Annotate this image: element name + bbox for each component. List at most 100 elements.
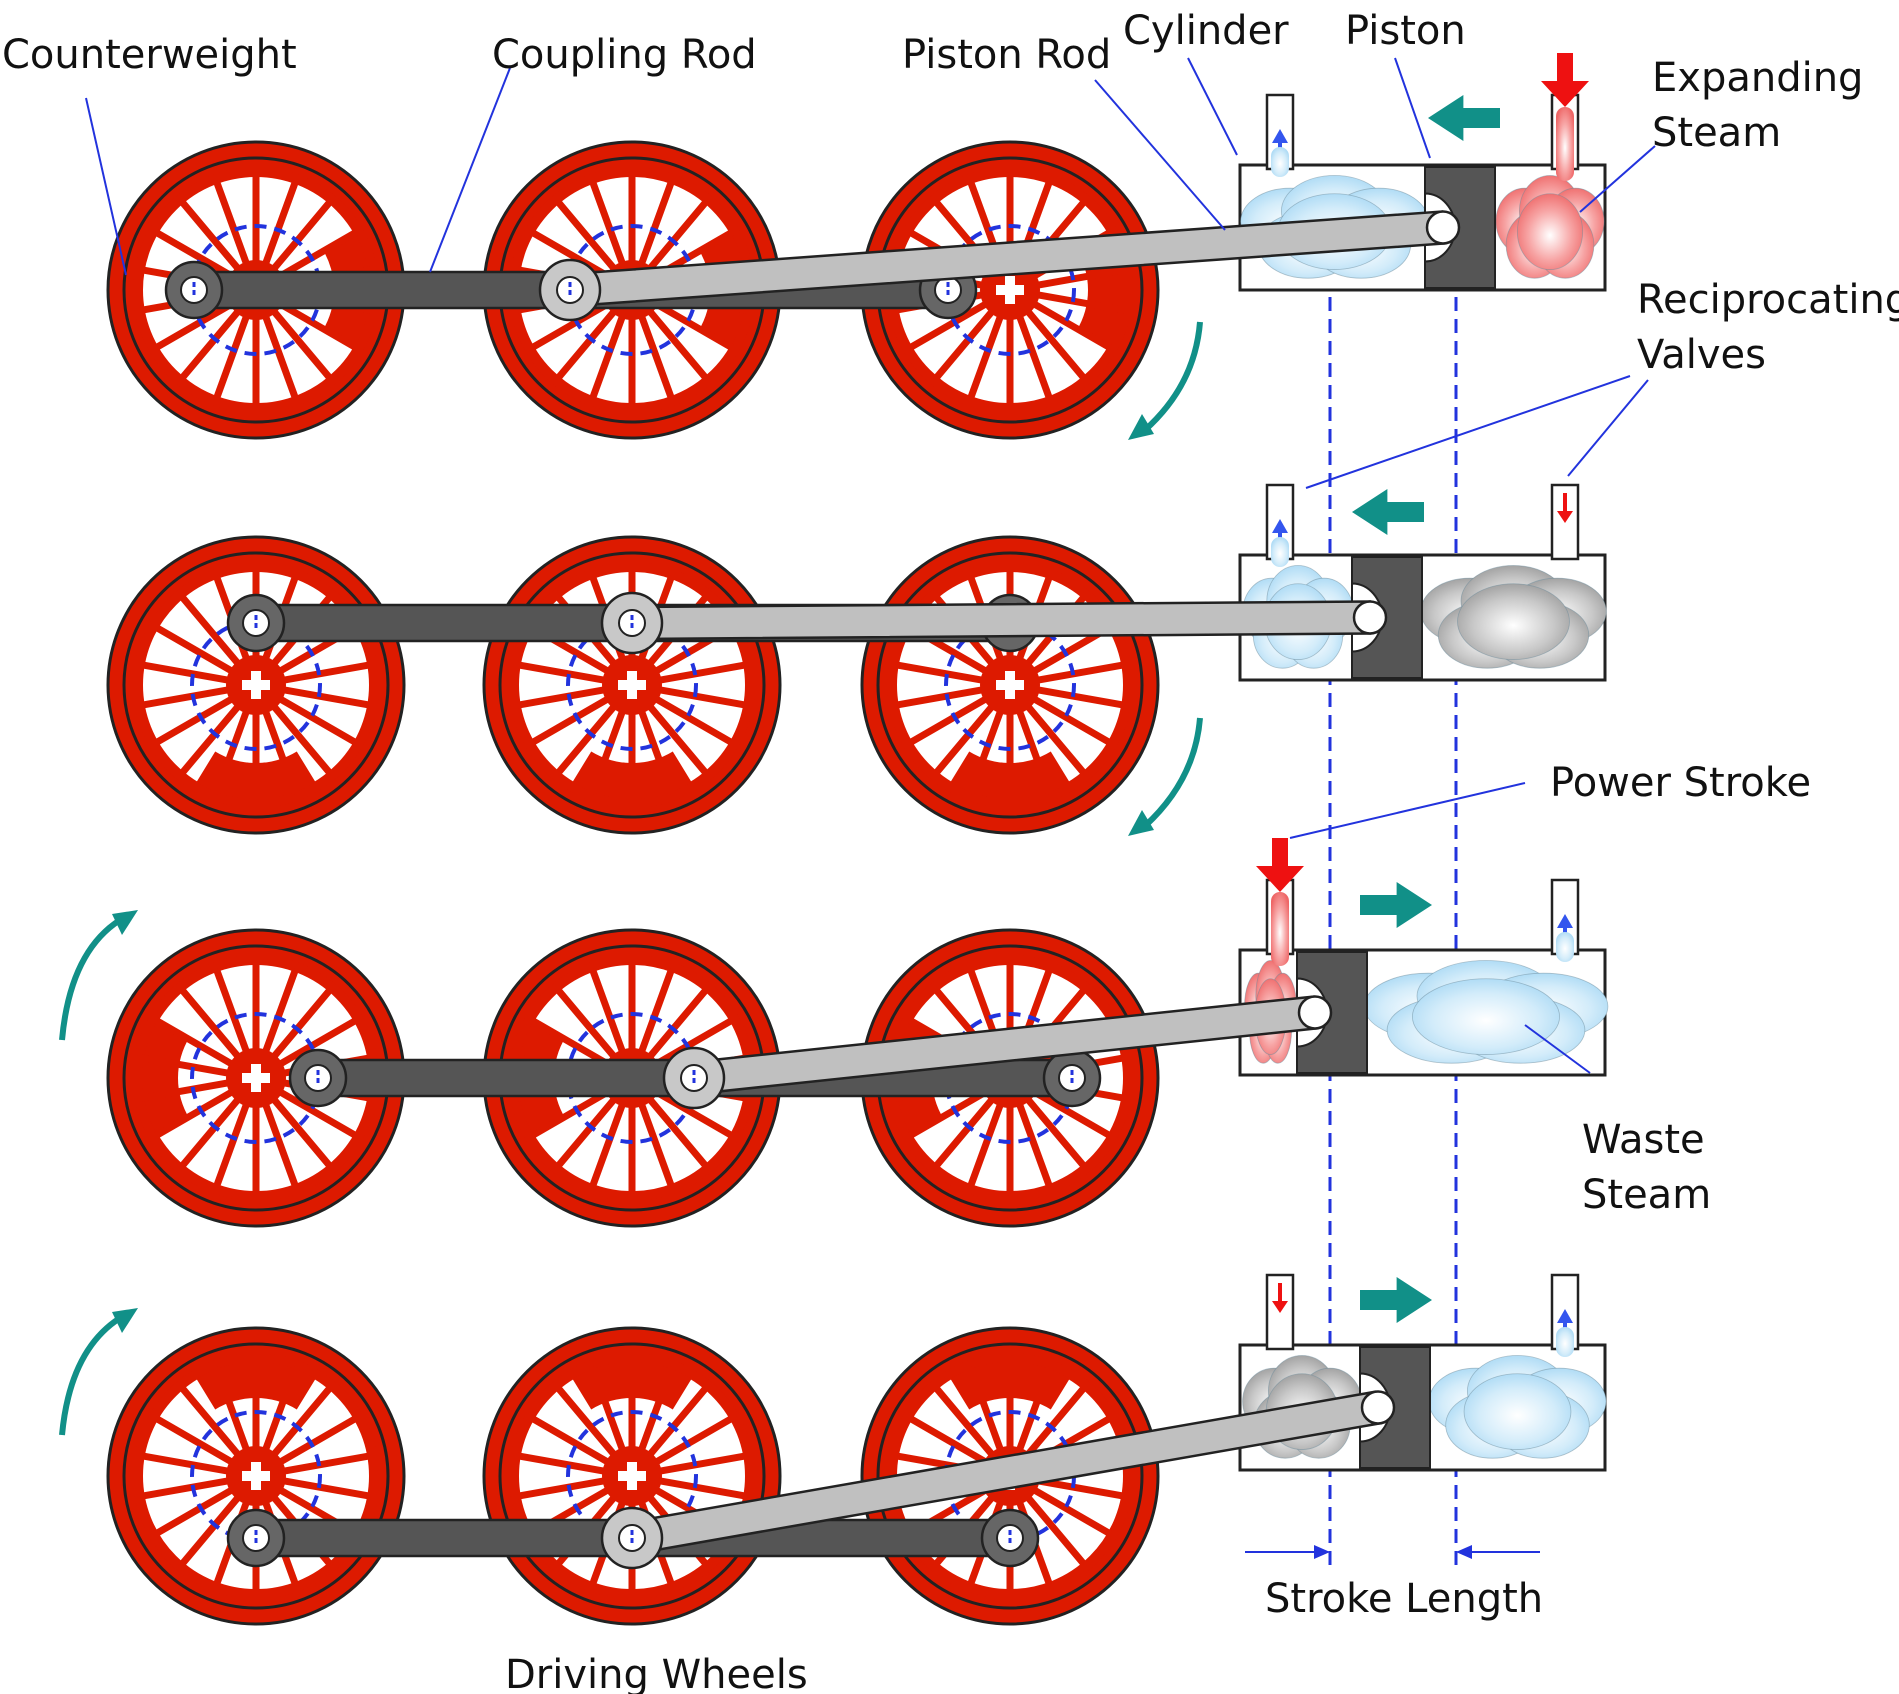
spoke (658, 661, 747, 684)
spoke (1016, 1365, 1053, 1451)
rotation-arrow-4 (59, 1315, 122, 1436)
label-waste-steam-line2: Steam (1582, 1172, 1711, 1218)
valve-left (1256, 838, 1304, 966)
spoke (1036, 291, 1125, 314)
label-driving-wheels: Driving Wheels (505, 1652, 808, 1694)
spoke (932, 1097, 995, 1170)
rotation-arrow-3 (59, 917, 122, 1041)
rods-row-2 (226, 591, 1388, 655)
spoke (282, 661, 371, 684)
spoke (932, 1384, 995, 1457)
spoke (589, 315, 626, 401)
spoke (262, 967, 299, 1053)
spoke (1016, 710, 1053, 796)
spoke (141, 1054, 230, 1077)
crosshead-pin (1297, 995, 1333, 1030)
wheel-rim (887, 562, 1133, 808)
spoke (647, 1097, 710, 1170)
piston-rod (630, 600, 1372, 641)
wheel-rim-line (876, 1342, 1144, 1610)
spoke (1036, 686, 1125, 709)
leader-counterweight (85, 97, 127, 276)
piston-direction-arrow-3 (1360, 882, 1432, 928)
piston-direction-arrow-2 (1352, 489, 1424, 535)
spoke (907, 695, 988, 747)
spoke (554, 1097, 617, 1170)
cloud-puff (1463, 1373, 1572, 1450)
spoke (1025, 1495, 1088, 1568)
spoke (271, 986, 334, 1059)
spoke (517, 1477, 606, 1500)
spoke (213, 967, 250, 1053)
steam-right-chamber (1428, 1355, 1607, 1459)
spoke (932, 704, 995, 777)
leader-coupling-rod (429, 67, 511, 273)
label-power-stroke: Power Stroke (1550, 760, 1811, 806)
leader-cylinder (1187, 57, 1238, 156)
spoke (658, 1452, 747, 1475)
label-cylinder: Cylinder (1123, 8, 1289, 54)
spoke (658, 1477, 747, 1500)
spoke (262, 710, 299, 796)
steam-inlet-arrow (1256, 838, 1304, 892)
spoke (178, 986, 241, 1059)
hub-cross (996, 671, 1024, 699)
hub-cross (242, 671, 270, 699)
motion-arrows (59, 95, 1500, 1436)
spoke (895, 686, 984, 709)
rotation-arrow-1 (1142, 321, 1203, 433)
label-expanding-steam-line1: Expanding (1652, 55, 1863, 101)
spoke (638, 1103, 675, 1189)
spoke (178, 1495, 241, 1568)
spoke (529, 1414, 610, 1466)
spoke (213, 1365, 250, 1451)
spoke (1036, 1477, 1125, 1500)
spoke (658, 686, 747, 709)
leader-power-stroke (1289, 782, 1526, 839)
spoke (589, 710, 626, 796)
label-waste-steam-line1: Waste (1582, 1117, 1705, 1163)
spoke (141, 1477, 230, 1500)
leader-valves-left (1305, 375, 1631, 489)
exhaust-plume (1271, 537, 1289, 567)
spoke (278, 695, 359, 747)
spoke (895, 661, 984, 684)
spoke (213, 315, 250, 401)
rods-row-1 (164, 210, 1461, 322)
spoke (271, 1097, 334, 1170)
wheel-rim-line (876, 551, 1144, 819)
spoke (271, 198, 334, 271)
spoke (589, 967, 626, 1053)
label-stroke-length: Stroke Length (1265, 1576, 1543, 1622)
spoke (554, 198, 617, 271)
spoke (153, 695, 234, 747)
spoke (647, 309, 710, 382)
valve-arrow-up (1557, 914, 1573, 948)
spoke (529, 228, 610, 280)
rotation-arrow-3-head (112, 910, 138, 935)
spoke (1016, 315, 1053, 401)
valve-arrow-up (1557, 1309, 1573, 1343)
spoke (213, 1103, 250, 1189)
spoke (153, 1414, 234, 1466)
rotation-arrow-2 (1142, 717, 1203, 829)
valve-arrow-down (1272, 1283, 1288, 1313)
hub-cross (996, 276, 1024, 304)
spoke (554, 309, 617, 382)
spoke (967, 315, 1004, 401)
rotation-arrow-2-head (1128, 810, 1154, 836)
spoke (554, 986, 617, 1059)
cylinder-2 (1238, 553, 1607, 682)
spoke (647, 986, 710, 1059)
spoke (654, 300, 735, 352)
cloud-puff (1516, 193, 1584, 270)
piston-direction-arrow-1 (1428, 95, 1500, 141)
stroke-dim-arrowhead-left (1314, 1545, 1330, 1559)
driving-wheels (106, 140, 1160, 1626)
spoke (153, 1486, 234, 1538)
wheel (482, 1326, 782, 1626)
steam-inlet-arrow (1541, 53, 1589, 107)
spoke (638, 1365, 675, 1451)
